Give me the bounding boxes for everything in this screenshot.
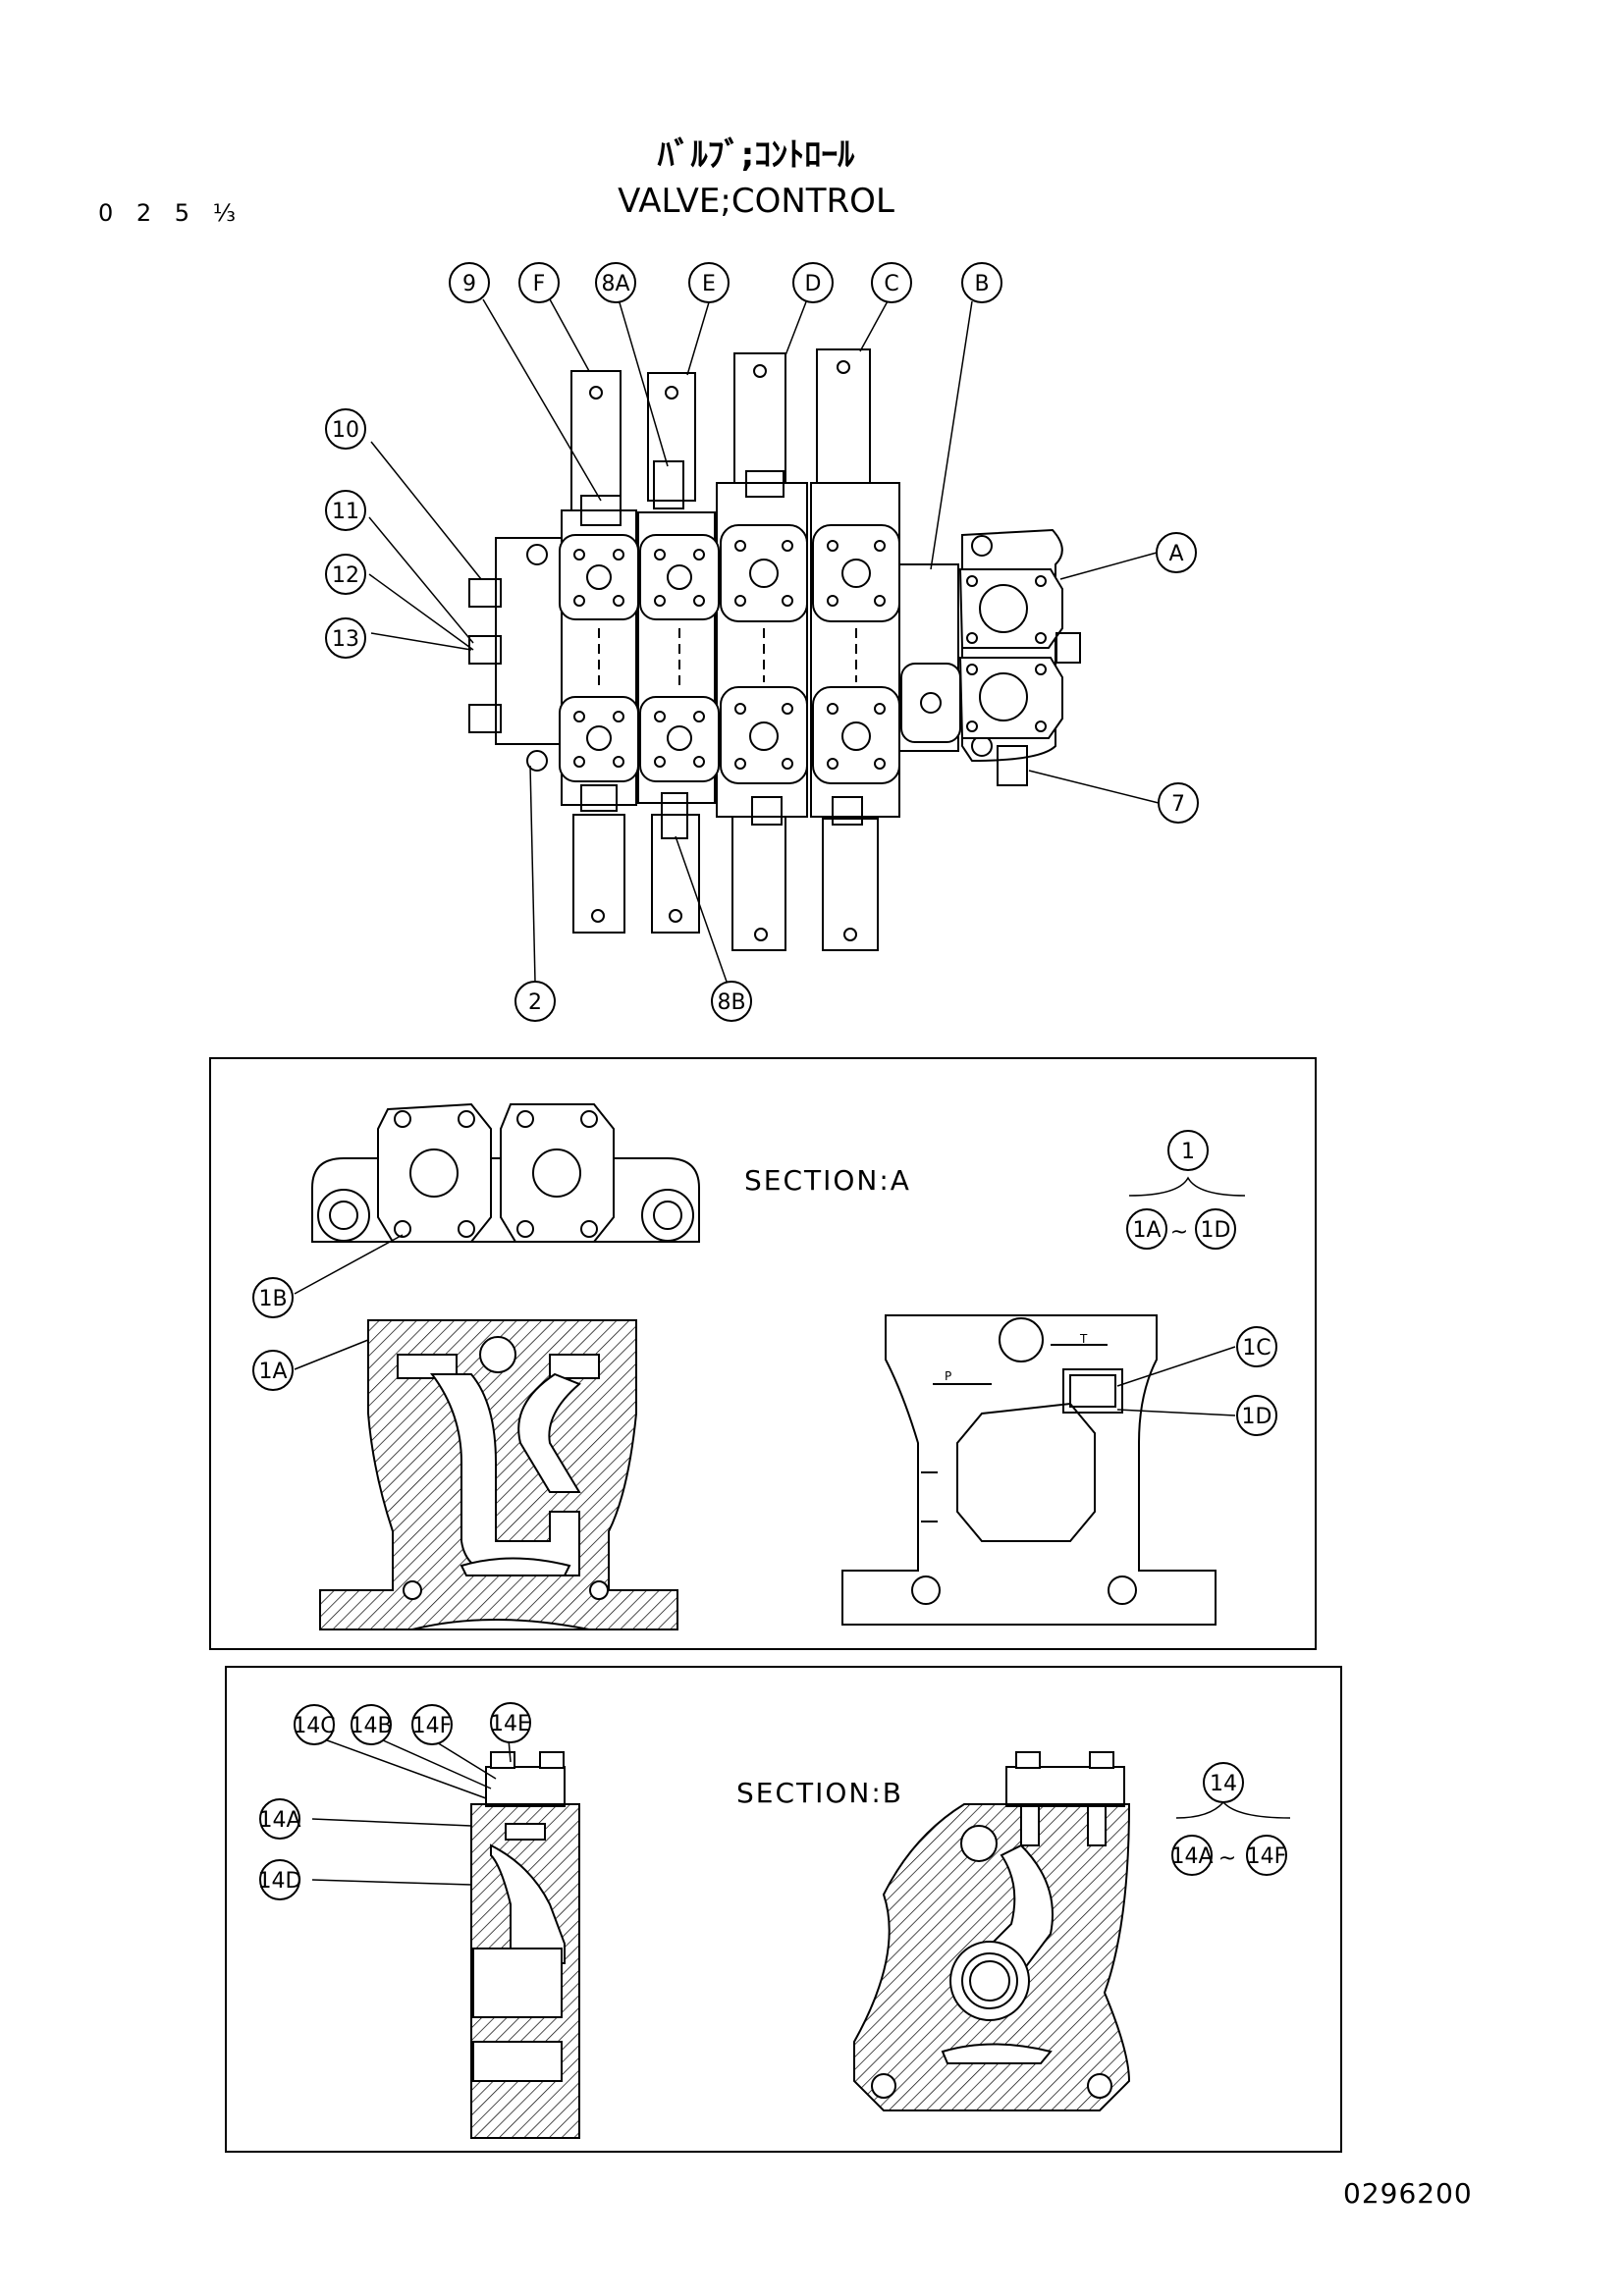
svg-text:A: A <box>1168 542 1183 566</box>
callout-14D: 14D <box>258 1859 302 1900</box>
section-b-leaders <box>311 1736 1291 1886</box>
drawing-number: 0296200 <box>1343 2177 1473 2210</box>
svg-text:14F: 14F <box>412 1714 453 1738</box>
svg-text:D: D <box>805 272 822 296</box>
callout-1: 1 <box>1167 1130 1209 1171</box>
callout-14C: 14C <box>293 1704 336 1745</box>
svg-text:11: 11 <box>332 500 359 524</box>
callout-7: 7 <box>1158 782 1199 824</box>
svg-text:B: B <box>974 272 989 296</box>
main-valve-view <box>468 348 1081 951</box>
section-b-label: SECTION:B <box>736 1777 903 1809</box>
callout-14E: 14E <box>490 1702 531 1743</box>
main-callouts: 9 F 8A E D C B 10 11 12 13 A 7 2 8B <box>325 262 1199 1022</box>
svg-text:1D: 1D <box>1201 1218 1231 1243</box>
callout-D: D <box>792 262 834 303</box>
port-p-label: P <box>945 1369 951 1383</box>
callout-1B: 1B <box>252 1277 294 1318</box>
callout-E: E <box>688 262 730 303</box>
callout-14A: 14A <box>258 1798 301 1840</box>
callout-2: 2 <box>514 981 556 1022</box>
svg-text:1B: 1B <box>258 1287 287 1311</box>
section-a-callouts: 1 1A ~ 1D 1B 1A 1C 1D <box>252 1130 1277 1436</box>
title-japanese: ﾊﾞﾙﾌﾞ;ｺﾝﾄﾛｰﾙ <box>657 135 855 175</box>
svg-text:1A: 1A <box>258 1360 287 1384</box>
page-number: 0 2 5 ⅓ <box>98 199 243 227</box>
svg-text:14D: 14D <box>258 1869 302 1894</box>
callout-A: A <box>1156 532 1197 573</box>
svg-text:13: 13 <box>332 627 359 652</box>
svg-text:F: F <box>533 272 546 296</box>
callout-13: 13 <box>325 617 366 659</box>
svg-text:14A: 14A <box>1170 1844 1213 1869</box>
svg-text:14C: 14C <box>293 1714 335 1738</box>
lower-flanges <box>559 663 961 784</box>
callout-14: 14 <box>1203 1762 1244 1803</box>
svg-text:14: 14 <box>1210 1772 1237 1796</box>
svg-text:1A: 1A <box>1132 1218 1161 1243</box>
section-a-frame <box>209 1057 1317 1650</box>
callout-1C: 1C <box>1236 1326 1277 1367</box>
callout-1A: 1A <box>252 1350 294 1391</box>
section-a-cut-view <box>319 1319 678 1630</box>
section-a-side-view: P T <box>841 1314 1217 1626</box>
svg-text:14A: 14A <box>258 1808 300 1833</box>
svg-text:8B: 8B <box>717 990 745 1015</box>
svg-text:1D: 1D <box>1242 1405 1272 1429</box>
svg-text:14E: 14E <box>490 1712 531 1736</box>
callout-12: 12 <box>325 554 366 595</box>
callout-1D: 1D <box>1236 1395 1277 1436</box>
svg-text:7: 7 <box>1171 792 1185 817</box>
svg-text:10: 10 <box>332 418 359 443</box>
callout-group-14A: 14A <box>1170 1835 1214 1876</box>
group-separator-14: ~ <box>1218 1846 1236 1871</box>
main-leaders <box>368 298 1160 983</box>
callout-B: B <box>961 262 1002 303</box>
svg-text:8A: 8A <box>601 272 629 296</box>
section-b-left-view <box>470 1751 580 2139</box>
callout-group-1D: 1D <box>1195 1208 1236 1250</box>
callout-14B: 14B <box>350 1704 393 1745</box>
group-separator: ~ <box>1170 1220 1188 1245</box>
svg-text:E: E <box>702 272 716 296</box>
callout-9: 9 <box>449 262 490 303</box>
svg-text:14F: 14F <box>1247 1844 1287 1869</box>
callout-group-1A: 1A <box>1126 1208 1167 1250</box>
callout-C: C <box>871 262 912 303</box>
upper-flanges <box>559 524 900 622</box>
callout-F: F <box>518 262 560 303</box>
svg-text:1: 1 <box>1181 1140 1195 1164</box>
section-a-leaders <box>294 1176 1246 1416</box>
callout-14F: 14F <box>411 1704 453 1745</box>
port-t-label: T <box>1079 1332 1088 1346</box>
callout-10: 10 <box>325 408 366 450</box>
section-b-callouts: 14C 14B 14F 14E 14A 14D 14 14A ~ 14F <box>258 1702 1287 1900</box>
svg-text:12: 12 <box>332 563 359 588</box>
svg-text:14B: 14B <box>350 1714 392 1738</box>
section-a-end-view <box>311 1102 700 1243</box>
section-b-frame <box>225 1666 1342 2153</box>
svg-text:C: C <box>884 272 898 296</box>
svg-text:2: 2 <box>528 990 542 1015</box>
section-a-label: SECTION:A <box>744 1164 911 1197</box>
svg-text:9: 9 <box>462 272 476 296</box>
callout-11: 11 <box>325 490 366 531</box>
section-b-right-view <box>853 1751 1131 2111</box>
svg-text:1C: 1C <box>1242 1336 1271 1361</box>
callout-8A: 8A <box>595 262 636 303</box>
callout-8B: 8B <box>711 981 752 1022</box>
callout-group-14F: 14F <box>1246 1835 1287 1876</box>
title-english: VALVE;CONTROL <box>618 182 894 221</box>
